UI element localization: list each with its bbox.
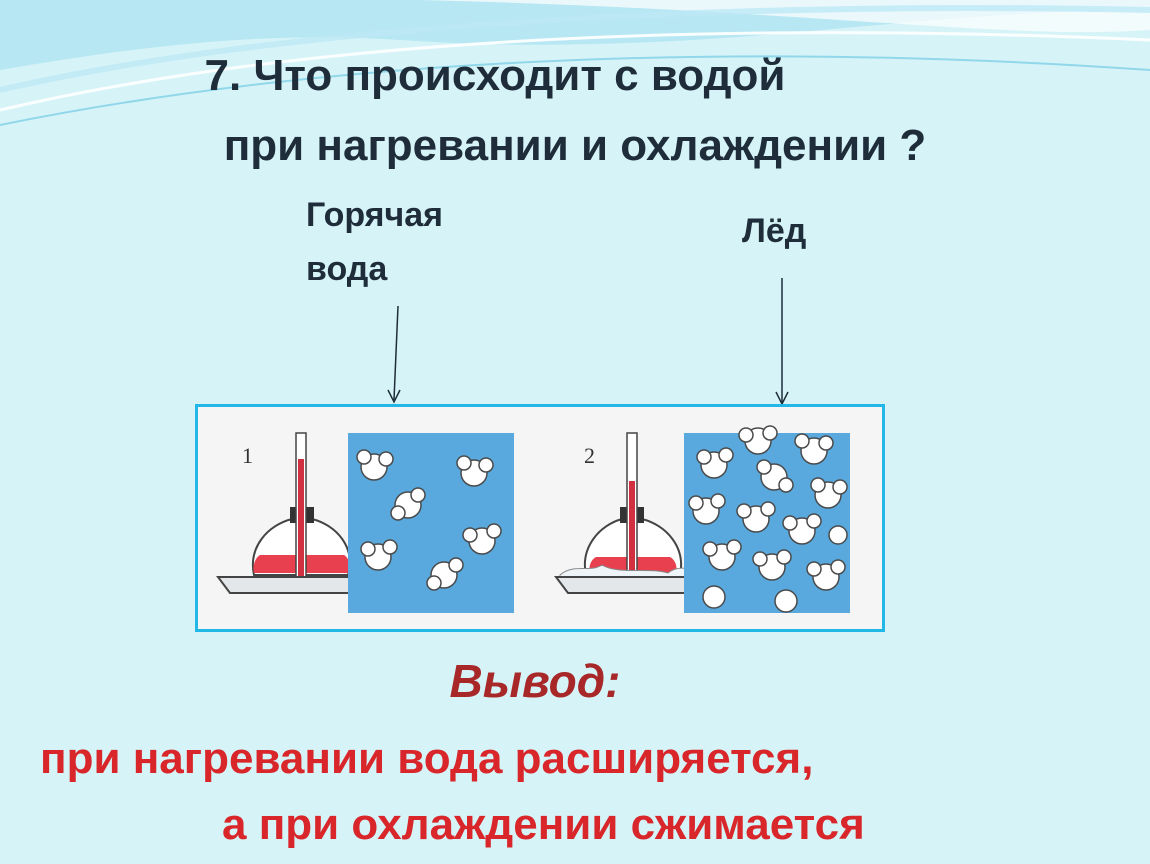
slide-title-line1: 7. Что происходит с водой (204, 51, 786, 100)
conclusion-heading: Вывод: (449, 655, 621, 707)
hot-water-arrow (387, 305, 401, 404)
panel2-number: 2 (584, 443, 595, 468)
ice-label: Лёд (742, 212, 807, 250)
flask-heated (216, 432, 384, 594)
panel1-number: 1 (242, 443, 253, 468)
slide-title-line2: при нагревании и охлаждении ? (223, 121, 927, 170)
flask-cooled (554, 432, 712, 594)
ice-arrow (775, 278, 789, 406)
conclusion-line1: при нагревании вода расширяется, (40, 734, 814, 783)
molecules-heated (356, 449, 502, 591)
hot-water-label: Горячая вода (306, 196, 443, 288)
experiment-figure: 1 2 (195, 404, 885, 632)
molecules-cooled (688, 425, 848, 613)
conclusion-line2: а при охлаждении сжимается (222, 800, 865, 849)
wave-decoration (0, 0, 1150, 126)
